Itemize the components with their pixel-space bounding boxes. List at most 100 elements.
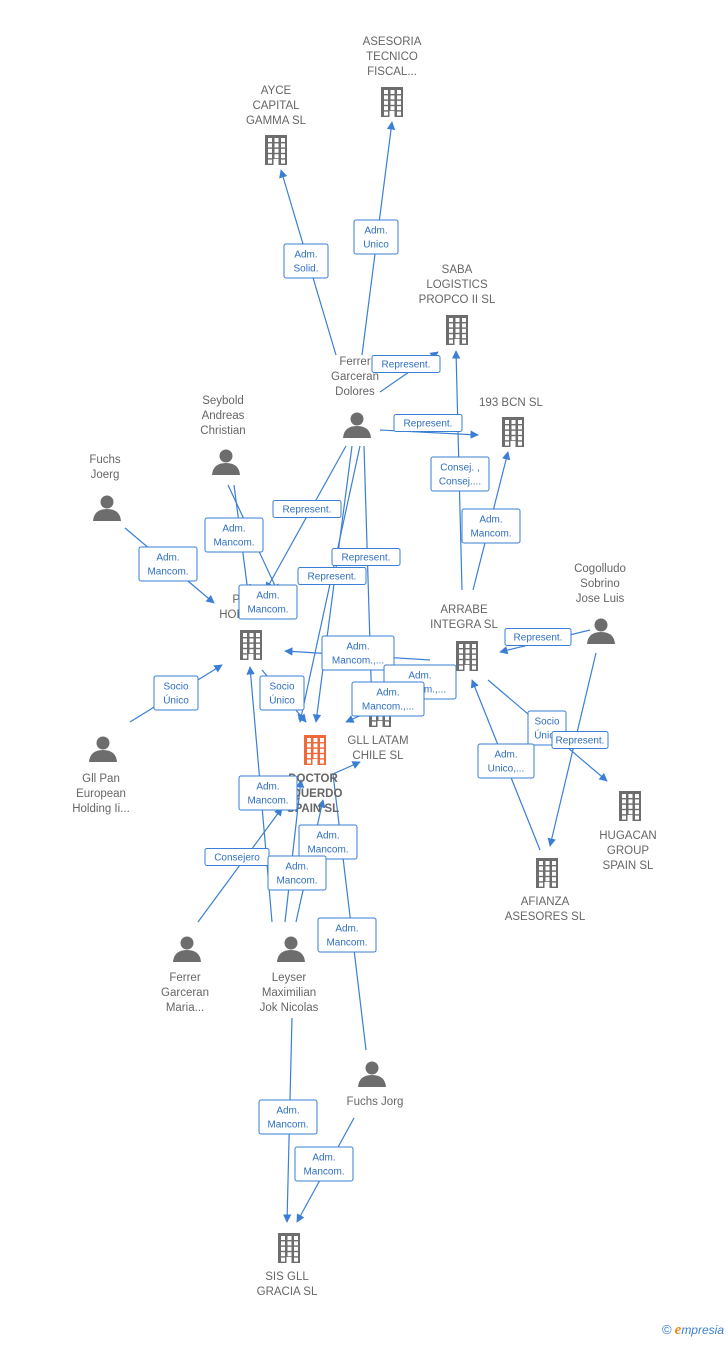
edge-label-text: Represent. <box>308 572 357 583</box>
edge-label[interactable]: Consej. ,Consej.... <box>430 456 490 492</box>
edge-label[interactable]: Adm.Mancom. <box>204 517 264 553</box>
edge-label[interactable]: Represent. <box>371 355 441 373</box>
edge-label[interactable]: Adm.Mancom. <box>461 508 521 544</box>
edge-label-text: Adm. <box>364 226 387 237</box>
person-icon <box>212 449 240 475</box>
edge-label[interactable]: Adm.Mancom. <box>258 1099 318 1135</box>
person-icon <box>93 495 121 521</box>
edge-label[interactable]: Consejero <box>204 848 270 866</box>
edge-label[interactable]: Adm.Mancom.,... <box>321 635 395 671</box>
edge-label[interactable]: Represent. <box>297 567 367 585</box>
building-icon <box>240 630 262 660</box>
edge-label-text: Adm. <box>494 750 517 761</box>
node-label-line: Maximilian <box>262 987 316 999</box>
edge-label-text: Represent. <box>283 505 332 516</box>
edge-label-text: Adm. <box>222 524 245 535</box>
node-label-line: CAPITAL <box>252 100 300 112</box>
edge-label[interactable]: Adm. Mancom. <box>267 855 327 891</box>
edge-label-text: Mancom. <box>303 1167 344 1178</box>
edge-label-text: Adm. <box>376 688 399 699</box>
node-label-line: Jok Nicolas <box>260 1002 319 1014</box>
brand-initial: e <box>674 1322 682 1338</box>
node-label-line: FISCAL... <box>367 66 417 78</box>
edge-label-text: Represent. <box>514 633 563 644</box>
edge-label-text: Único <box>269 694 295 707</box>
building-icon <box>456 641 478 671</box>
edge-label-text: Unico <box>363 240 389 251</box>
company-node-arrabe[interactable]: ARRABE INTEGRA SL <box>430 604 498 671</box>
company-node-bcn193[interactable]: 193 BCN SL <box>479 397 544 447</box>
node-label-line: European <box>76 788 126 800</box>
brand-name: mpresia <box>681 1323 724 1337</box>
edge-label-text: Solid. <box>293 264 318 275</box>
edge-label[interactable]: Adm.Mancom. <box>298 824 358 860</box>
brand-footer: ©empresia <box>662 1322 724 1339</box>
edge-label[interactable]: Represent. <box>272 500 342 518</box>
edge-label[interactable]: Adm.Mancom.,... <box>351 681 425 717</box>
relationship-edge <box>547 652 597 847</box>
edge-label[interactable]: Adm.Mancom. <box>238 584 298 620</box>
edge-label-text: Consej. , <box>440 463 479 474</box>
edge-label-text: Mancom. <box>470 529 511 540</box>
edge-label-text: Adm. <box>156 553 179 564</box>
node-label-line: PROPCO II SL <box>419 294 496 306</box>
person-node-fuchs_jorg[interactable]: Fuchs Jorg <box>347 1061 404 1109</box>
person-icon <box>358 1061 386 1087</box>
edge-label[interactable]: Represent. <box>504 628 572 646</box>
edge-label-text: Mancom.,... <box>332 656 384 667</box>
edge-label[interactable]: Adm.Mancom. <box>294 1146 354 1182</box>
edge-label-text: Socio <box>163 682 188 693</box>
node-label-line: Holding Ii... <box>72 803 130 815</box>
edge-label[interactable]: Adm.Mancom. <box>317 917 377 953</box>
node-label-line: Garceran <box>331 371 379 383</box>
edge-label[interactable]: Represent. <box>393 414 463 432</box>
edge-label-text: Represent. <box>382 360 431 371</box>
edge-label[interactable]: Adm.Unico,... <box>477 743 535 779</box>
edge-label-text: Adm. <box>285 862 308 873</box>
edge-label-text: Socio <box>534 717 559 728</box>
edge-label[interactable]: Adm. Unico <box>353 219 399 255</box>
company-node-asesoria[interactable]: ASESORIATECNICOFISCAL... <box>363 36 422 117</box>
node-label-line: GAMMA SL <box>246 115 307 127</box>
edge-label[interactable]: Represent. <box>551 731 609 749</box>
node-label-line: 193 BCN SL <box>479 397 544 409</box>
node-label-line: GRACIA SL <box>257 1286 318 1298</box>
edge-label-text: Mancom. <box>276 876 317 887</box>
edge-label[interactable]: Adm.Solid. <box>283 243 329 279</box>
edge-label-text: Mancom. <box>247 605 288 616</box>
node-label-line: INTEGRA SL <box>430 619 498 631</box>
node-label-line: Garceran <box>161 987 209 999</box>
node-label-line: ARRABE <box>440 604 488 616</box>
node-label-line: Gll Pan <box>82 773 120 785</box>
edge-label[interactable]: Adm.Mancom. <box>238 775 298 811</box>
edge-label-text: Socio <box>269 682 294 693</box>
person-icon <box>173 936 201 962</box>
person-node-ferrer_m[interactable]: FerrerGarceranMaria... <box>161 936 209 1015</box>
node-label-line: Maria... <box>166 1002 204 1014</box>
node-label-line: HUGACAN <box>599 830 657 842</box>
edge-label-text: Represent. <box>556 736 605 747</box>
edge-label[interactable]: Adm.Mancom. <box>138 546 198 582</box>
node-label-line: Dolores <box>335 386 375 398</box>
edge-label-text: Adm. <box>408 671 431 682</box>
relationship-edge <box>284 779 305 923</box>
relationship-edge <box>332 761 367 1051</box>
person-icon <box>343 412 371 438</box>
node-label-line: AFIANZA <box>521 896 570 908</box>
edge-label[interactable]: Represent. <box>331 548 401 566</box>
